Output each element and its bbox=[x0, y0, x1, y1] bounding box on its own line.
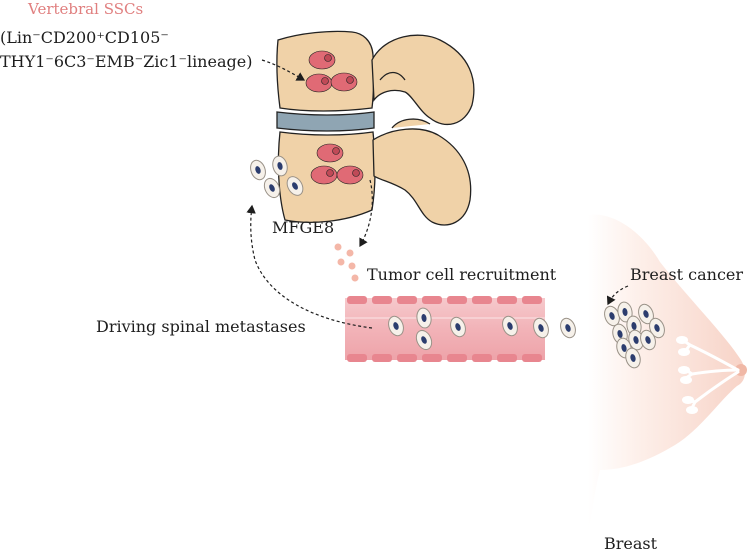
spine-tumor-cells bbox=[250, 155, 304, 199]
lineage-arrow bbox=[261, 59, 306, 81]
lower-vertebral-process bbox=[372, 128, 472, 226]
metastasis-arrow bbox=[246, 204, 373, 329]
lineage-markers-line2: THY1⁻6C3⁻EMB⁻Zic1⁻lineage) bbox=[0, 52, 253, 71]
breast-shape bbox=[588, 214, 745, 539]
vessel-endothelium-top bbox=[347, 296, 542, 304]
arrows bbox=[246, 59, 629, 329]
upper-vertebral-process bbox=[371, 34, 475, 126]
label-breast-cancer: Breast cancer bbox=[630, 265, 744, 284]
breast-illustration bbox=[588, 214, 747, 539]
vertebrae bbox=[276, 30, 475, 226]
lobule-buds bbox=[676, 336, 698, 414]
mfge8-particles bbox=[334, 243, 359, 282]
breast-cancer-arrow bbox=[606, 285, 629, 306]
mfge8-secretion-arrow bbox=[359, 179, 373, 248]
label-breast: Breast bbox=[604, 534, 658, 553]
label-mfge8: MFGE8 bbox=[272, 218, 335, 237]
breast-tumor-cluster bbox=[604, 301, 665, 369]
title-vertebral-sscs: Vertebral SSCs bbox=[28, 0, 144, 18]
ssc-cluster-lower bbox=[310, 143, 364, 185]
upper-vertebral-body bbox=[276, 30, 375, 112]
intervertebral-disc bbox=[276, 111, 375, 132]
vessel-endothelium-bottom bbox=[347, 354, 542, 362]
ssc-cluster-upper bbox=[305, 50, 358, 93]
label-driving-spinal-metastases: Driving spinal metastases bbox=[96, 317, 306, 336]
circulating-tumor-cells bbox=[388, 307, 576, 351]
lineage-markers-line1: (Lin⁻CD200⁺CD105⁻ bbox=[0, 28, 169, 47]
label-tumor-cell-recruitment: Tumor cell recruitment bbox=[367, 265, 557, 284]
